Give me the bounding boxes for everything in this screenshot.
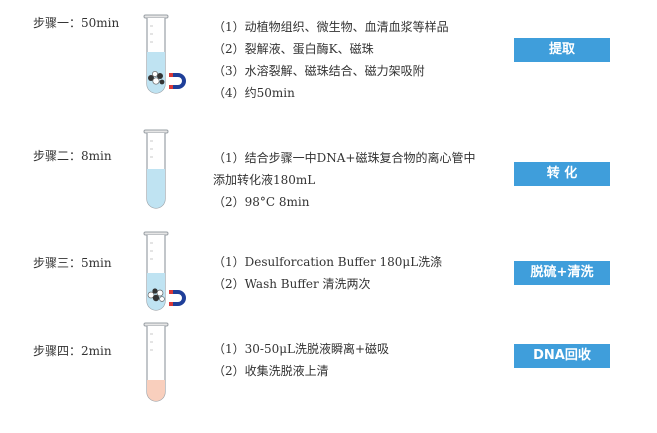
step-4-label: 步骤四：2min [33, 344, 112, 358]
step-3-description: （1）Desulforcation Buffer 180μL洗涤 （2）Wash… [213, 251, 442, 295]
step-2-line-3: （2）98°C 8min [213, 195, 310, 209]
magnet-icon [169, 73, 186, 89]
step-1-line-2: （2）裂解液、蛋白酶K、磁珠 [213, 42, 374, 56]
step-2-description: （1）结合步骤一中DNA+磁珠复合物的离心管中 添加转化液180mL （2）98… [213, 147, 475, 213]
test-tube-icon [143, 322, 169, 402]
step-3-line-2: （2）Wash Buffer 清洗两次 [213, 277, 371, 291]
magnetic-beads-icon [147, 288, 165, 302]
step-4-description: （1）30-50μL洗脱液瞬离+磁吸 （2）收集洗脱液上清 [213, 338, 389, 382]
step-4-line-2: （2）收集洗脱液上清 [213, 364, 329, 378]
step-1-label: 步骤一：50min [33, 16, 120, 30]
step-2-badge: 转 化 [514, 162, 610, 186]
magnetic-beads-icon [148, 71, 165, 85]
test-tube-with-magnet-icon [143, 14, 186, 94]
step-1-line-1: （1）动植物组织、微生物、血清血浆等样品 [213, 20, 449, 34]
test-tube-with-magnet-icon [143, 231, 186, 311]
step-1-badge: 提取 [514, 38, 610, 62]
test-tube-icon [143, 129, 169, 209]
step-3-badge: 脱硫+清洗 [514, 261, 610, 285]
step-1-line-3: （3）水溶裂解、磁珠结合、磁力架吸附 [213, 64, 425, 78]
step-3-line-1: （1）Desulforcation Buffer 180μL洗涤 [213, 255, 443, 269]
step-1-line-4: （4）约50min [213, 86, 295, 100]
step-2-line-1: （1）结合步骤一中DNA+磁珠复合物的离心管中 [213, 151, 476, 165]
step-2-label: 步骤二：8min [33, 149, 112, 163]
magnet-icon [169, 290, 186, 306]
step-2-line-2: 添加转化液180mL [213, 173, 316, 187]
step-3-label: 步骤三：5min [33, 256, 112, 270]
step-4-line-1: （1）30-50μL洗脱液瞬离+磁吸 [213, 342, 390, 356]
step-1-description: （1）动植物组织、微生物、血清血浆等样品 （2）裂解液、蛋白酶K、磁珠 （3）水… [213, 16, 449, 104]
step-4-badge: DNA回收 [514, 344, 610, 368]
